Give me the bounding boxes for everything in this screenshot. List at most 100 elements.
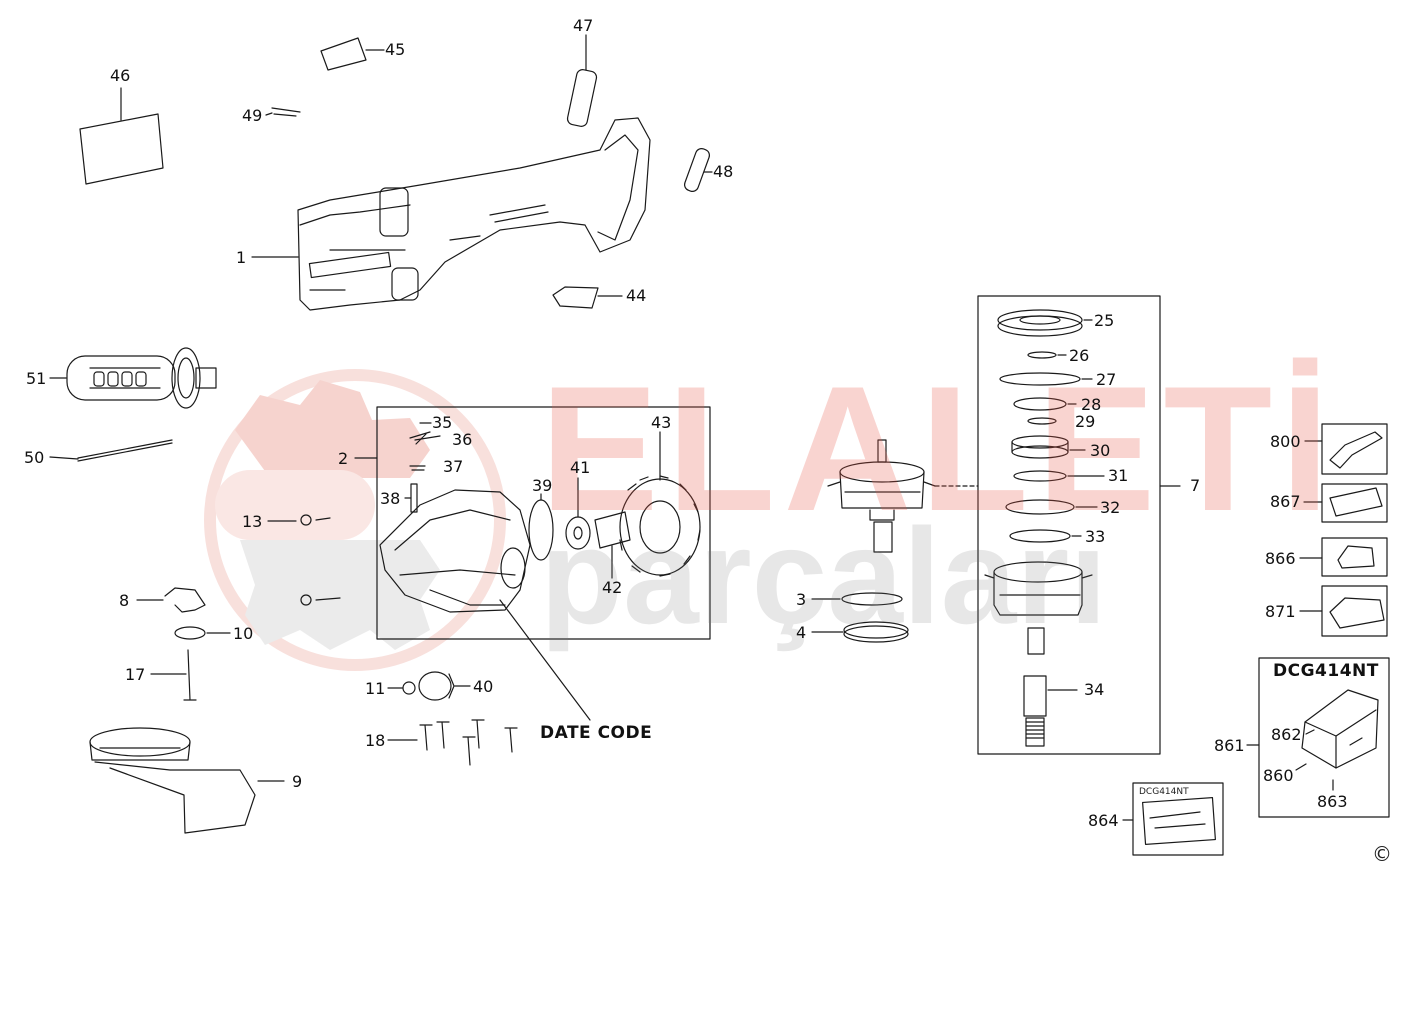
part-label-800: 800 [1270, 432, 1301, 451]
part-label-1: 1 [236, 248, 247, 267]
part-17-screw [183, 649, 197, 701]
part-47-label [566, 69, 598, 127]
part-862-latch [1305, 729, 1315, 735]
part-label-28: 28 [1081, 395, 1102, 414]
part-13-nut [300, 514, 312, 526]
part-label-10: 10 [233, 624, 254, 643]
part-label-25: 25 [1094, 311, 1115, 330]
part-1-housing [297, 117, 651, 311]
kit-title: DCG414NT [1273, 661, 1379, 681]
part-label-7: 7 [1190, 476, 1201, 495]
part-label-42: 42 [602, 578, 623, 597]
part-label-2: 2 [338, 449, 349, 468]
part-29-ring [1027, 417, 1057, 425]
part-label-38: 38 [380, 489, 401, 508]
part-41-washer [565, 516, 591, 550]
part-label-29: 29 [1075, 412, 1096, 431]
part-40-nut [418, 671, 455, 701]
part-label-26: 26 [1069, 346, 1090, 365]
part-label-864: 864 [1088, 811, 1119, 830]
part-48-label [683, 148, 711, 192]
part-34-shaft [1023, 627, 1047, 747]
part-871-battery-pack [1321, 585, 1388, 637]
date-code-label: DATE CODE [540, 723, 653, 743]
part-label-17: 17 [125, 665, 146, 684]
part-861-kit-box [1258, 657, 1390, 818]
part-27-ring [999, 372, 1081, 386]
part-7-group-box [977, 295, 1161, 755]
part-label-3: 3 [796, 590, 807, 609]
part-label-50: 50 [24, 448, 45, 467]
part-33-ring [1009, 529, 1071, 543]
part-7-rotor [827, 439, 936, 553]
part-13-nut-2 [300, 594, 312, 606]
label-sticker-text: DCG414NT [1139, 787, 1189, 797]
part-label-39: 39 [532, 476, 553, 495]
part-4-bearing [843, 621, 909, 643]
leader-date-code [499, 599, 591, 721]
part-label-13: 13 [242, 512, 263, 531]
part-51-side-handle [66, 347, 217, 409]
part-label-4: 4 [796, 623, 807, 642]
part-2-group-box [376, 406, 711, 640]
part-label-48: 48 [713, 162, 734, 181]
part-49-clip [271, 107, 301, 117]
part-10-washer [174, 626, 206, 640]
part-28-bearing [1013, 397, 1067, 411]
part-50-rod [77, 439, 173, 462]
part-label-37: 37 [443, 457, 464, 476]
part-11-washer [402, 681, 416, 695]
part-38-pin [410, 483, 418, 513]
part-25-cap [997, 309, 1083, 337]
part-32-ring [1005, 499, 1075, 515]
part-9-guard [89, 727, 256, 834]
part-label-46: 46 [110, 66, 131, 85]
part-867-charger [1321, 483, 1388, 523]
part-label-35: 35 [432, 413, 453, 432]
part-30-magnet [1011, 435, 1069, 459]
part-861-carry-case [1301, 689, 1379, 769]
part-label-8: 8 [119, 591, 130, 610]
part-2-gear-case [379, 489, 531, 613]
part-39-seal [528, 499, 554, 561]
part-label-36: 36 [452, 430, 473, 449]
part-43-gear [619, 475, 701, 577]
part-45-label [320, 37, 367, 71]
part-label-47: 47 [573, 16, 594, 35]
part-label-11: 11 [365, 679, 386, 698]
part-18-screws [419, 719, 518, 766]
part-7-stator [984, 561, 1093, 616]
part-label-30: 30 [1090, 441, 1111, 460]
part-label-41: 41 [570, 458, 591, 477]
part-label-33: 33 [1085, 527, 1106, 546]
part-37-washer [409, 465, 426, 471]
part-3-baffle [841, 592, 903, 606]
part-label-40: 40 [473, 677, 494, 696]
part-860-insert [1295, 763, 1307, 771]
part-label-49: 49 [242, 106, 263, 125]
part-label-51: 51 [26, 369, 47, 388]
part-label-45: 45 [385, 40, 406, 59]
part-8-clamp [164, 587, 206, 613]
part-label-27: 27 [1096, 370, 1117, 389]
part-42-nut [594, 511, 631, 549]
copyright-mark: © [1372, 842, 1392, 866]
part-label-863: 863 [1317, 792, 1348, 811]
part-label-866: 866 [1265, 549, 1296, 568]
part-800-battery-adapter [1321, 423, 1388, 475]
part-864-label-sticker [1132, 782, 1224, 856]
part-46-manual [79, 113, 164, 185]
part-36-spring [414, 435, 441, 441]
part-44-cover [552, 286, 599, 309]
part-31-ring [1013, 470, 1067, 482]
part-866-battery [1321, 537, 1388, 577]
part-label-9: 9 [292, 772, 303, 791]
part-label-34: 34 [1084, 680, 1105, 699]
part-label-871: 871 [1265, 602, 1296, 621]
part-label-867: 867 [1270, 492, 1301, 511]
part-label-44: 44 [626, 286, 647, 305]
part-label-31: 31 [1108, 466, 1129, 485]
part-label-861: 861 [1214, 736, 1245, 755]
watermark-logo [204, 369, 506, 671]
